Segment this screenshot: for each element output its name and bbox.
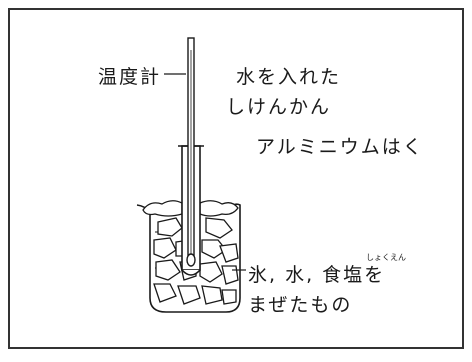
test-tube-label-line1: 水を入れた bbox=[236, 66, 342, 88]
thermometer-label: 温度計 bbox=[98, 66, 162, 88]
aluminum-foil bbox=[142, 200, 239, 217]
thermometer bbox=[186, 37, 196, 267]
mixture-label-line1: 氷, 水, 食塩を bbox=[248, 264, 386, 286]
aluminum-foil-label: アルミニウムはく bbox=[256, 136, 424, 158]
leader-lines bbox=[164, 73, 246, 271]
test-tube-label-line2: しけんかん bbox=[226, 96, 332, 118]
shokuen-ruby: しょくえん bbox=[366, 253, 406, 262]
figure-frame bbox=[8, 8, 464, 349]
mixture-label-line2: まぜたもの bbox=[248, 294, 353, 316]
